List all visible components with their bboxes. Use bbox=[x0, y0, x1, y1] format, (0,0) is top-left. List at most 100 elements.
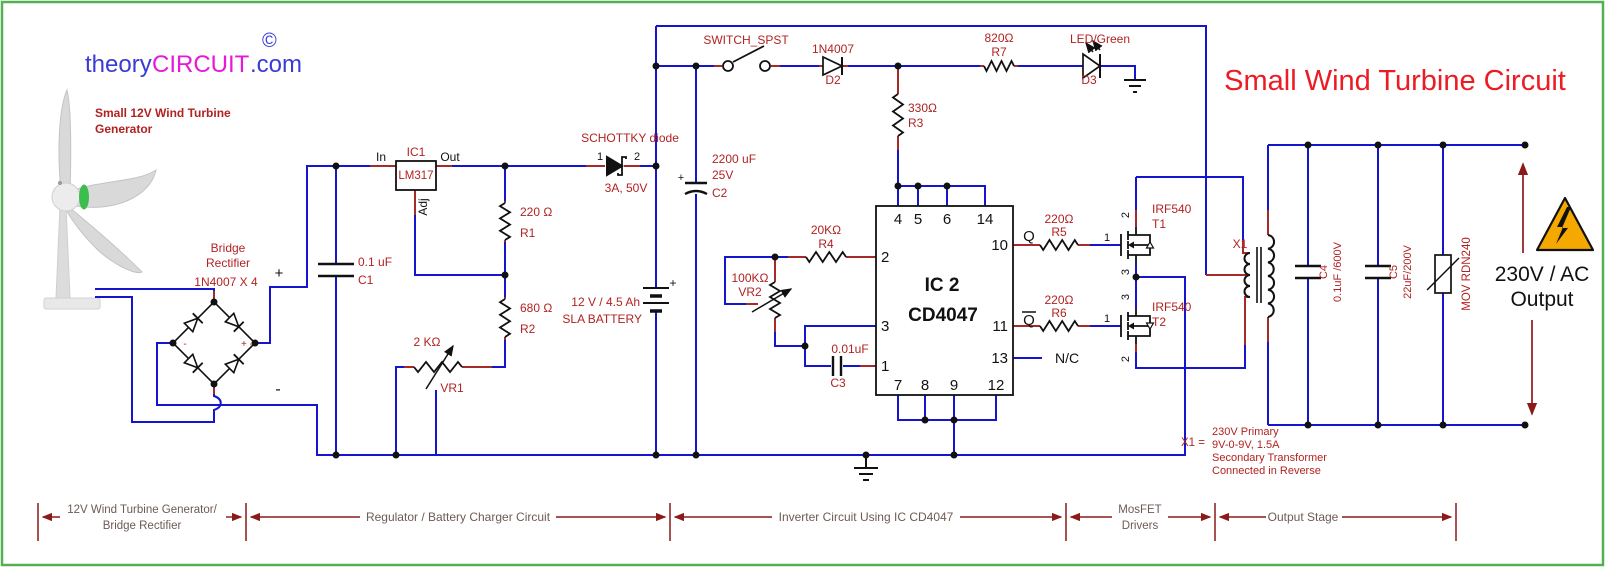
logo-part2: CIRCUIT bbox=[152, 51, 250, 78]
ic2-pin-numbers: 4 5 6 14 2 3 1 10 11 13 7 8 9 12 bbox=[881, 211, 1008, 394]
led-arrow-icon bbox=[1085, 41, 1096, 54]
bridge-node-minus: - bbox=[183, 339, 186, 350]
svg-text:3: 3 bbox=[1120, 294, 1132, 300]
bridge-label-1: Bridge bbox=[211, 241, 246, 255]
svg-text:Connected in Reverse: Connected in Reverse bbox=[1212, 465, 1321, 477]
turbine-label-1: Small 12V Wind Turbine bbox=[95, 106, 231, 120]
section-4-label-2: Drivers bbox=[1122, 520, 1159, 532]
c3-capacitor bbox=[831, 356, 843, 376]
ic1-ref: IC1 bbox=[407, 145, 426, 159]
svg-text:3: 3 bbox=[881, 318, 889, 335]
r2-ref: R2 bbox=[520, 322, 536, 336]
vr2-wiper-arrow bbox=[751, 288, 793, 313]
vr2-ref: VR2 bbox=[738, 285, 762, 299]
schottky-diode bbox=[606, 155, 624, 177]
site-logo: theory CIRCUIT .com © bbox=[85, 30, 302, 78]
lm317-box bbox=[395, 160, 437, 191]
c5-value: 22uF/200V bbox=[1402, 244, 1414, 298]
svg-text:1: 1 bbox=[1104, 232, 1110, 244]
copyright-icon: © bbox=[262, 30, 277, 52]
led-ref: D3 bbox=[1081, 73, 1097, 87]
x1-ref: X1 bbox=[1233, 237, 1248, 251]
schottky-label: SCHOTTKY diode bbox=[581, 131, 679, 145]
output-arrows bbox=[1517, 162, 1538, 416]
output-label: Output bbox=[1510, 288, 1573, 311]
t1-part: IRF540 bbox=[1152, 202, 1192, 216]
c2-rating: 25V bbox=[712, 168, 733, 182]
bridge-label-3: 1N4007 X 4 bbox=[194, 275, 258, 289]
c2-capacitor bbox=[684, 181, 708, 196]
battery-label-2: SLA BATTERY bbox=[562, 312, 642, 326]
r3-value: 330Ω bbox=[908, 101, 937, 115]
d2-value: 1N4007 bbox=[812, 42, 854, 56]
c2-value: 2200 uF bbox=[712, 152, 756, 166]
vr1-value: 2 KΩ bbox=[414, 335, 441, 349]
r5-value: 220Ω bbox=[1045, 212, 1074, 226]
c4-capacitor bbox=[1295, 264, 1321, 280]
wires-red bbox=[213, 65, 1269, 394]
c5-ref: C5 bbox=[1388, 265, 1400, 279]
bridge-plus: + bbox=[275, 265, 284, 282]
d2-ref: D2 bbox=[825, 73, 841, 87]
vr1-wiper-arrow bbox=[425, 344, 454, 390]
c4-ref: C4 bbox=[1318, 265, 1330, 279]
t2-ref: T2 bbox=[1152, 315, 1166, 329]
svg-text:4: 4 bbox=[894, 211, 902, 228]
switch-lever bbox=[732, 45, 765, 63]
section-5-label: Output Stage bbox=[1268, 510, 1339, 524]
c1-capacitor bbox=[318, 262, 354, 278]
schottky-bar bbox=[617, 156, 627, 176]
section-1-label-2: Bridge Rectifier bbox=[103, 520, 182, 532]
svg-text:3: 3 bbox=[1120, 269, 1132, 275]
svg-text:1: 1 bbox=[881, 358, 889, 375]
schottky-pin1: 1 bbox=[597, 151, 603, 163]
svg-text:10: 10 bbox=[991, 237, 1008, 254]
d2-diode bbox=[822, 55, 844, 77]
resistors bbox=[413, 58, 1079, 374]
section-1-label-1: 12V Wind Turbine Generator/ bbox=[67, 504, 217, 516]
c1-ref: C1 bbox=[358, 273, 374, 287]
nc-label: N/C bbox=[1055, 350, 1079, 366]
page-title: Small Wind Turbine Circuit bbox=[1224, 65, 1566, 97]
ic1-pin-out: Out bbox=[440, 150, 460, 164]
transformer-secondary bbox=[1267, 234, 1276, 318]
high-voltage-hazard-icon bbox=[1535, 196, 1595, 252]
r6-ref: R6 bbox=[1051, 306, 1067, 320]
ic2-name: IC 2 bbox=[925, 275, 960, 296]
r2-value: 680 Ω bbox=[520, 301, 552, 315]
led-arrow-icon bbox=[1092, 39, 1103, 52]
battery-short-plates bbox=[650, 294, 662, 313]
battery-long-plates bbox=[643, 287, 669, 304]
ic1-part: LM317 bbox=[398, 170, 433, 182]
c2-plus: + bbox=[678, 172, 684, 184]
ic1-pin-adj: Adj bbox=[416, 198, 430, 215]
schottky-rating: 3A, 50V bbox=[605, 181, 648, 195]
svg-text:9: 9 bbox=[950, 377, 958, 394]
wind-turbine-image bbox=[43, 88, 157, 310]
svg-text:2: 2 bbox=[881, 249, 889, 266]
r7-value: 820Ω bbox=[985, 31, 1014, 45]
svg-text:6: 6 bbox=[943, 211, 951, 228]
d3-led bbox=[1082, 52, 1102, 80]
svg-text:12: 12 bbox=[988, 377, 1005, 394]
section-4-label-1: MosFET bbox=[1118, 504, 1161, 516]
svg-text:8: 8 bbox=[921, 377, 929, 394]
c1-value: 0.1 uF bbox=[358, 255, 392, 269]
section-3-label: Inverter Circuit Using IC CD4047 bbox=[779, 510, 954, 524]
mov-diagonal bbox=[1426, 257, 1460, 291]
r5-ref: R5 bbox=[1051, 225, 1067, 239]
led-label: LED/Green bbox=[1070, 32, 1130, 46]
turbine-green-ring bbox=[79, 184, 89, 210]
turbine-label-2: Generator bbox=[95, 122, 153, 136]
svg-text:1: 1 bbox=[1104, 313, 1110, 325]
c4-value: 0.1uF /600V bbox=[1332, 241, 1344, 302]
svg-text:Secondary Transformer: Secondary Transformer bbox=[1212, 452, 1327, 464]
c5-capacitor bbox=[1365, 264, 1391, 280]
led-ground-symbol bbox=[1124, 79, 1146, 93]
bridge-label-2: Rectifier bbox=[206, 256, 250, 270]
battery-label-1: 12 V / 4.5 Ah bbox=[571, 295, 640, 309]
logo-part3: .com bbox=[250, 51, 302, 78]
r3-ref: R3 bbox=[908, 116, 924, 130]
